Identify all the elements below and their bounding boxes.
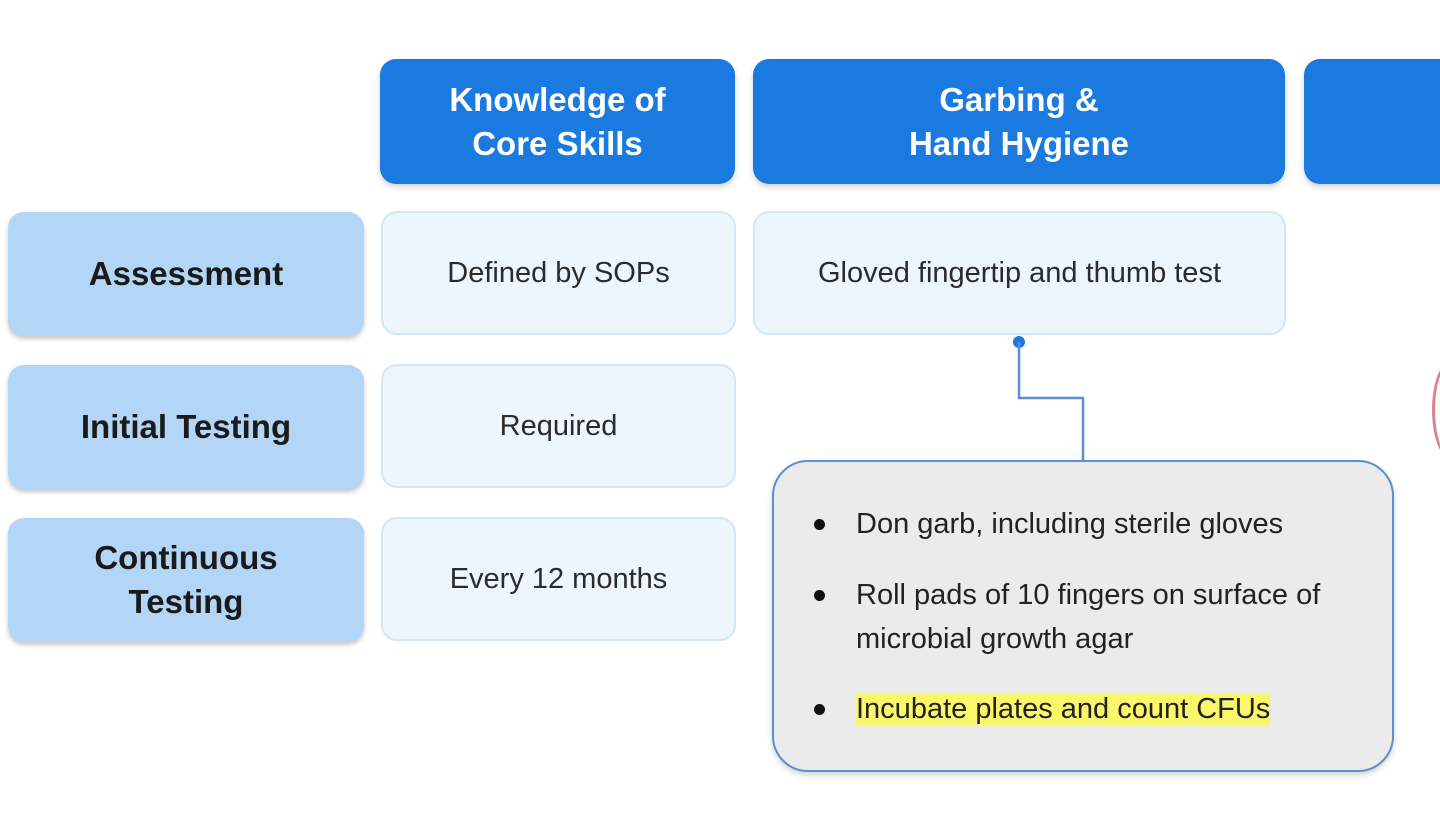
bullet-icon <box>814 590 825 601</box>
row-header-assessment: Assessment <box>8 212 364 336</box>
cell-continuous-core-skills: Every 12 months <box>381 517 736 641</box>
column-header-line: Core Skills <box>472 124 643 162</box>
column-header-line: Hand Hygiene <box>908 124 1130 162</box>
cell-initial-core-skills: Required <box>381 364 736 488</box>
cell-assessment-core-skills: Defined by SOPs <box>381 211 736 335</box>
column-header-core-skills: Knowledge of Core Skills <box>380 59 735 184</box>
column-header-line: Garbing & <box>939 80 1099 118</box>
callout-item-text: Incubate plates and count CFUs <box>856 687 1376 731</box>
callout-box: Don garb, including sterile gloves Roll … <box>772 460 1394 772</box>
cell-text: Defined by SOPs <box>447 256 670 289</box>
callout-item-text: Don garb, including sterile gloves <box>856 508 1284 540</box>
row-header-label: Initial Testing <box>80 408 292 445</box>
row-header-label: Assessment <box>88 255 284 292</box>
row-header-label: Continuous <box>94 539 278 576</box>
row-header-label: Testing <box>128 583 244 620</box>
cell-assessment-garbing: Gloved fingertip and thumb test <box>753 211 1286 335</box>
row-header-continuous-testing: Continuous Testing <box>8 518 364 642</box>
column-header-partial <box>1304 59 1440 184</box>
row-header-initial-testing: Initial Testing <box>8 365 364 489</box>
callout-item-text: Roll pads of 10 fingers on surface of mi… <box>856 579 1321 655</box>
cell-text: Gloved fingertip and thumb test <box>817 256 1221 289</box>
column-header-garbing-hand-hygiene: Garbing & Hand Hygiene <box>753 59 1285 184</box>
cell-text: Required <box>499 409 618 442</box>
highlighted-text: Incubate plates and count CFUs <box>856 693 1271 725</box>
bullet-icon <box>814 704 825 715</box>
bullet-icon <box>814 519 825 530</box>
connector-line <box>1017 342 1085 462</box>
cell-text: Every 12 months <box>449 562 668 595</box>
column-header-line: Knowledge of <box>449 80 666 118</box>
